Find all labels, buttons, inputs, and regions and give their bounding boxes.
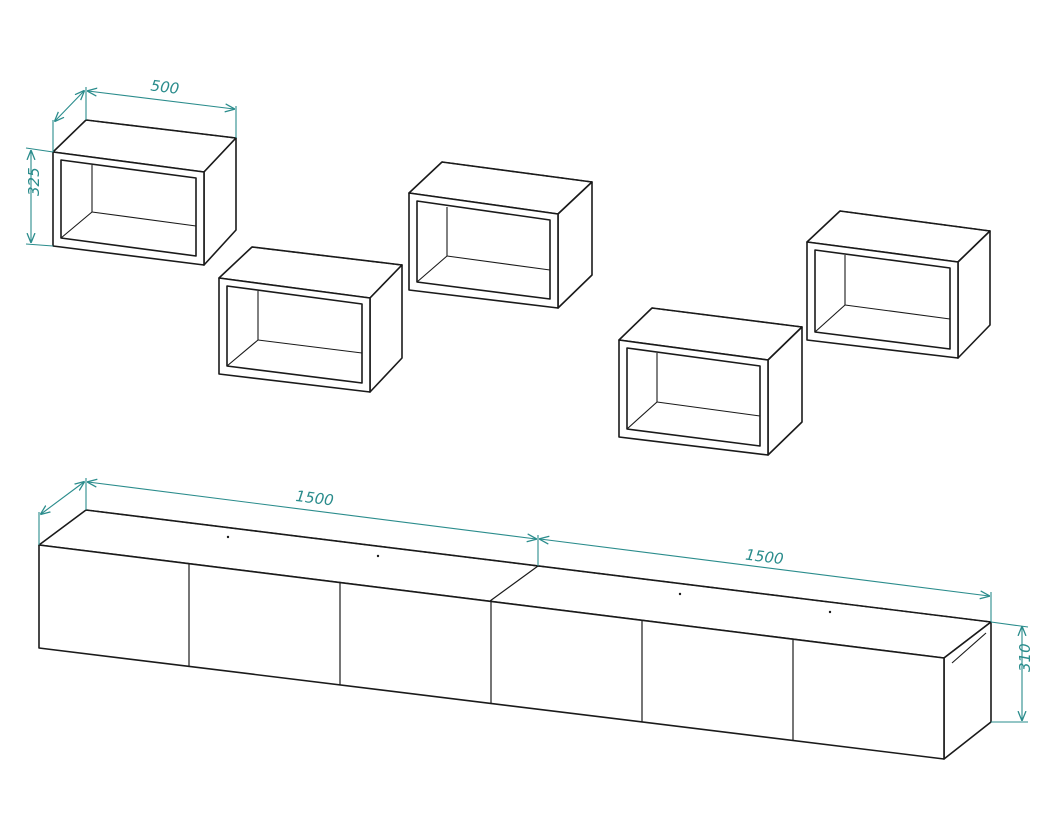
wall-shelf-4 xyxy=(618,307,803,456)
wall-shelf-3 xyxy=(408,161,593,309)
cabinet-height-label: 310 xyxy=(1016,643,1034,672)
shelf-height-label: 325 xyxy=(25,167,43,196)
tv-cabinet xyxy=(38,509,992,760)
dimension-cabinet-left-width: 1500 xyxy=(85,478,539,566)
wall-shelf-2 xyxy=(218,246,403,393)
wall-shelf-1 xyxy=(52,119,237,266)
cabinet-left-width-label: 1500 xyxy=(295,487,335,510)
wall-shelf-5 xyxy=(806,210,991,359)
dimension-shelf-height: 325 xyxy=(25,147,54,247)
dimension-cabinet-right-width: 1500 xyxy=(540,539,992,622)
dimension-cabinet-depth xyxy=(38,482,84,545)
dimension-shelf-depth xyxy=(52,91,84,152)
dimension-cabinet-height: 310 xyxy=(990,621,1034,723)
shelf-width-label: 500 xyxy=(150,77,181,98)
cabinet-right-width-label: 1500 xyxy=(744,546,784,569)
dimension-shelf-width: 500 xyxy=(85,77,237,138)
